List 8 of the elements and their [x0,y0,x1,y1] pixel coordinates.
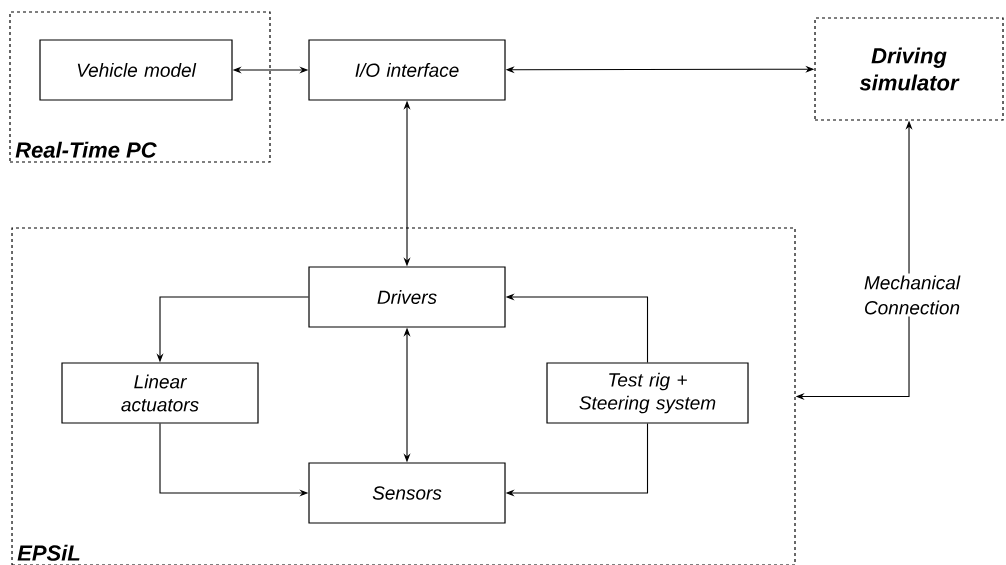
process-box: Test rig + Steering system [546,362,749,424]
process-box: Sensors [308,462,506,524]
edge-label: Mechanical Connection [850,273,974,317]
process-box: Drivers [308,266,506,328]
group-box: Driving simulator [814,17,1004,121]
process-box: I/O interface [308,39,506,101]
process-box: Vehicle model [39,39,233,101]
process-box: Linear actuators [61,362,259,424]
